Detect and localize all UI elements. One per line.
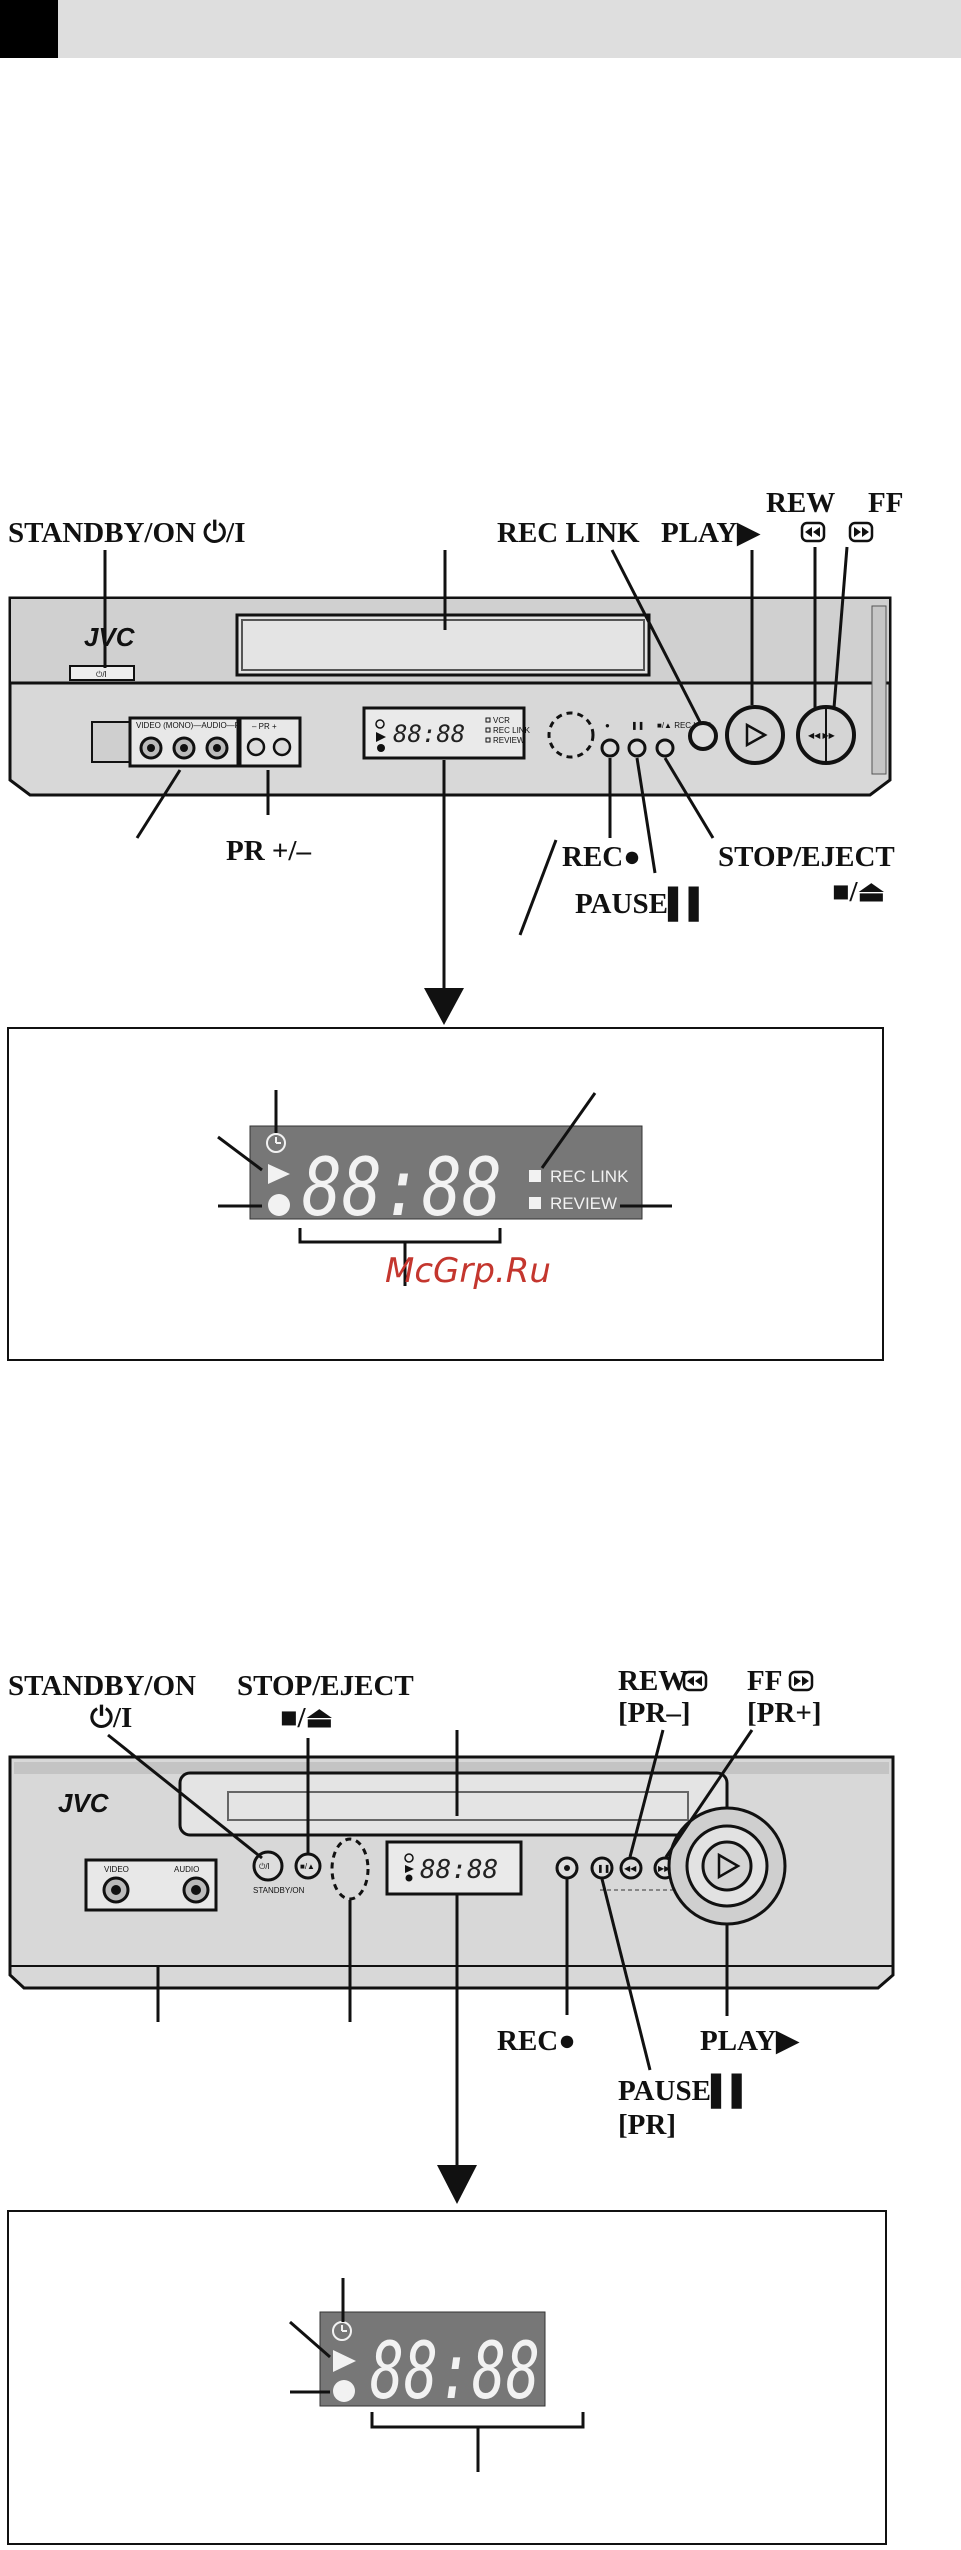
display2-screen	[319, 2311, 546, 2407]
vcr1-cassette-slot[interactable]	[235, 613, 651, 677]
vcr1-pause-button[interactable]	[627, 738, 647, 758]
svg-text:◀◀: ◀◀	[624, 1864, 637, 1873]
vcr1-play-button[interactable]	[725, 705, 785, 765]
vcr2-rew-button[interactable]	[619, 1856, 643, 1880]
play-icon	[745, 722, 768, 748]
vcr1-jack-recess	[91, 721, 133, 763]
vcr1-pr-minus-button[interactable]	[246, 737, 266, 757]
vcr2-jacks	[102, 1876, 210, 1904]
vcr1-small-display	[362, 706, 526, 760]
watermark: McGrp.Ru	[385, 1251, 551, 1291]
vcr1-arrowhead	[424, 988, 464, 1025]
display2-time: 88:88	[370, 2327, 540, 2417]
vcr1-callout-lines	[103, 546, 849, 990]
vcr1-jacks	[139, 736, 229, 760]
pr-label: PR +/–	[226, 835, 311, 867]
vcr2-standby-small-label: STANDBY/ON	[253, 1886, 305, 1895]
header-tab	[0, 0, 58, 58]
svg-text:REC LINK: REC LINK	[493, 726, 531, 735]
vcr2-small-display-time: 88:88	[420, 1855, 498, 1885]
vcr2-logo: JVC	[58, 1788, 110, 1818]
svg-text:VCR: VCR	[493, 716, 510, 725]
standby-label: STANDBY/ON ⏻/I	[8, 517, 246, 549]
svg-text:■/▲: ■/▲	[300, 1862, 315, 1871]
standby2-label-line2: ⏻/I	[90, 1702, 132, 1734]
rec-link-label: REC LINK	[497, 517, 640, 549]
rec-label: REC●	[562, 841, 641, 873]
vcr2-callout-lines	[107, 1729, 754, 2168]
timer-icon	[266, 1133, 286, 1153]
play-label: PLAY▶	[661, 517, 761, 549]
display1-time: 88:88	[302, 1141, 502, 1234]
play2-indicator-icon	[333, 2350, 356, 2372]
stop-eject-label: STOP/EJECT	[718, 841, 895, 873]
vcr2-arrowhead	[437, 2165, 477, 2204]
vcr2-play-button[interactable]	[701, 1840, 753, 1892]
svg-text:■/▲ REC LINK: ■/▲ REC LINK	[657, 721, 712, 730]
vcr1-pr-small-label: – PR +	[252, 722, 277, 731]
stop-eject2-label-line1: STOP/EJECT	[237, 1670, 414, 1702]
stop-eject2-label-line2: ■/⏏	[280, 1702, 333, 1734]
display2-callout-lines	[289, 2278, 585, 2472]
vcr1-rec-link-button[interactable]	[688, 721, 718, 751]
display2-panel: 88:88	[7, 2210, 887, 2545]
ff2-icon	[788, 1670, 814, 1692]
rec2-label: REC●	[497, 2025, 576, 2057]
svg-text:◀◀ ▶▶: ◀◀ ▶▶	[808, 731, 836, 740]
rec-indicator-icon	[268, 1194, 290, 1216]
svg-text:▶▶: ▶▶	[658, 1864, 671, 1873]
vcr1-logo: JVC	[84, 622, 136, 652]
vcr2-jack-label-audio: AUDIO	[174, 1865, 199, 1874]
svg-text:⏻/I: ⏻/I	[96, 670, 107, 679]
pause2-label-line1: PAUSE▌▌	[618, 2073, 752, 2109]
standby2-label-line1: STANDBY/ON	[8, 1670, 196, 1702]
display1-panel: 88:88 REC LINK REVIEW McGrp.Ru	[7, 1027, 884, 1361]
vcr1-diagram: STANDBY/ON ⏻/I REC LINK PLAY▶ REW FF JVC…	[8, 487, 903, 1025]
vcr1-pr-plus-button[interactable]	[272, 737, 292, 757]
display1-callout-lines	[217, 1090, 672, 1286]
rew2-icon	[682, 1670, 708, 1692]
pause-label: PAUSE▌▌	[575, 886, 709, 922]
vcr1-remote-sensor	[547, 711, 595, 759]
rec2-indicator-icon	[333, 2380, 355, 2402]
rew-label: REW	[766, 487, 835, 519]
ff2-label-line2: [PR+]	[747, 1697, 822, 1729]
display1-indicator-review: REVIEW	[550, 1194, 617, 1213]
vcr1-right-end	[871, 605, 887, 775]
svg-text:❚❚: ❚❚	[631, 721, 644, 730]
svg-text:●: ●	[605, 721, 610, 730]
svg-text:REVIEW: REVIEW	[493, 736, 525, 745]
vcr1-small-indicators: VCR REC LINK REVIEW	[485, 716, 531, 745]
svg-text:❚❚: ❚❚	[597, 1864, 610, 1873]
ff-label: FF	[868, 487, 903, 519]
vcr2-jack-label-video: VIDEO	[104, 1865, 129, 1874]
display1-indicator-rec-link: REC LINK	[550, 1167, 629, 1186]
vcr1-jack-label: VIDEO (MONO)—AUDIO—R	[136, 721, 241, 730]
vcr2-diagram: STANDBY/ON ⏻/I STOP/EJECT ■/⏏ REW [PR–] …	[8, 1665, 895, 2204]
vcr2-small-display	[385, 1840, 523, 1896]
display1-screen	[249, 1125, 643, 1220]
stop-eject-symbols: ■/⏏	[832, 876, 885, 908]
vcr2-pause-button[interactable]	[590, 1856, 614, 1880]
rew-icon	[800, 521, 826, 543]
rew2-label-line2: [PR–]	[618, 1697, 690, 1729]
ff2-label-line1: FF	[747, 1665, 782, 1697]
play2-label: PLAY▶	[700, 2025, 800, 2057]
header-bar	[0, 0, 961, 58]
vcr1-rec-button[interactable]	[600, 738, 620, 758]
vcr2-remote-sensor	[330, 1837, 370, 1901]
play2-icon	[717, 1852, 741, 1880]
ff-icon	[848, 521, 874, 543]
play-indicator-icon	[268, 1164, 290, 1184]
vcr1-small-display-time: 88:88	[393, 720, 465, 748]
rew2-label-line1: REW	[618, 1665, 687, 1697]
pause2-label-line2: [PR]	[618, 2109, 676, 2141]
vcr1-stop-eject-button[interactable]	[655, 738, 675, 758]
svg-text:⏻/I: ⏻/I	[259, 1862, 270, 1871]
vcr1-standby-button[interactable]	[69, 665, 135, 681]
